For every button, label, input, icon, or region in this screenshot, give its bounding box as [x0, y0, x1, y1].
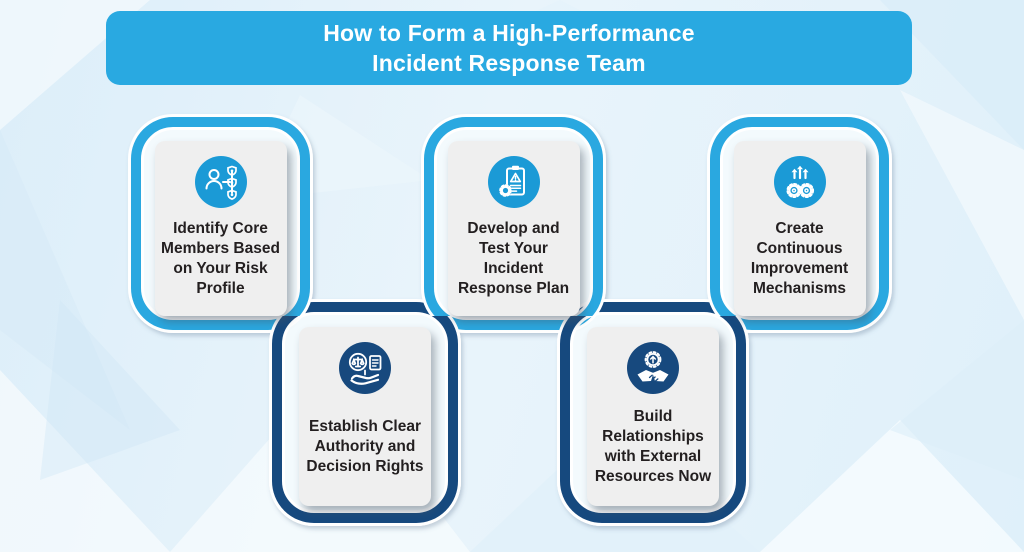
light-links — [128, 114, 892, 333]
step-title-4: Build Relationships with External Resour… — [594, 408, 712, 485]
step-card-5: Create Continuous Improvement Mechanisms — [733, 141, 866, 316]
dark-links-over — [269, 316, 749, 526]
step-card-3: Develop and Test Your Incident Response … — [447, 141, 580, 316]
continuous-improvement-gears-icon — [773, 156, 826, 208]
step-title-2: Establish Clear Authority and Decision R… — [306, 418, 424, 475]
handshake-partners-icon — [627, 342, 679, 394]
risk-profile-team-icon — [194, 156, 247, 208]
authority-scales-hand-icon — [339, 342, 391, 394]
step-title-5: Create Continuous Improvement Mechanisms — [750, 220, 849, 297]
step-card-1: Identify Core Members Based on Your Risk… — [154, 141, 287, 316]
step-card-4: Build Relationships with External Resour… — [587, 327, 719, 506]
response-plan-clipboard-icon — [487, 156, 540, 208]
page-title: How to Form a High-Performance Incident … — [106, 11, 912, 85]
step-title-1: Identify Core Members Based on Your Risk… — [161, 220, 280, 297]
step-card-2: Establish Clear Authority and Decision R… — [299, 327, 431, 506]
step-title-3: Develop and Test Your Incident Response … — [457, 220, 570, 297]
